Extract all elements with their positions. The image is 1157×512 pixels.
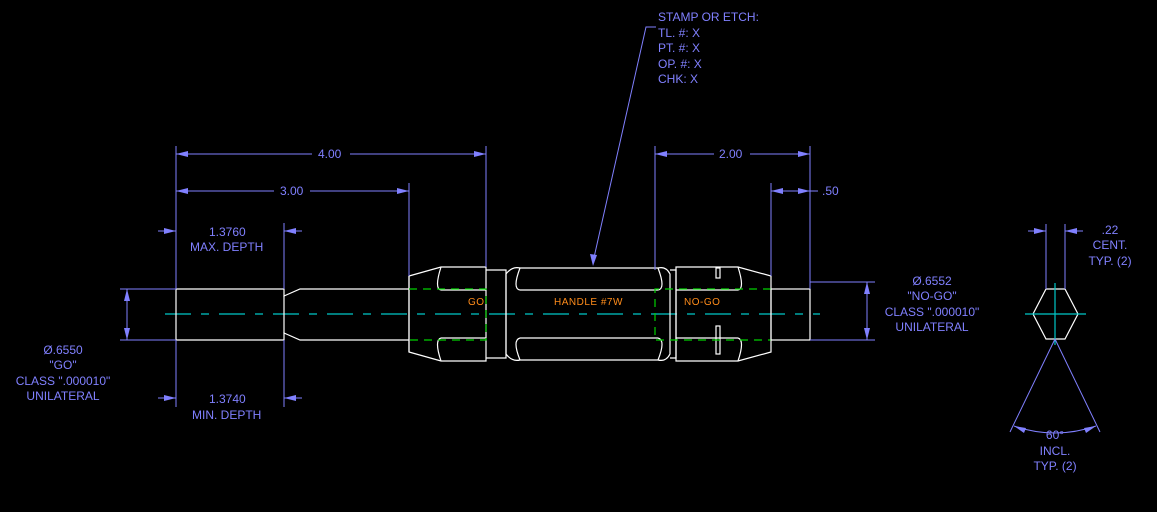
go-member: [175, 288, 409, 341]
dim-nogo-diameter-text: UNILATERAL: [895, 320, 968, 334]
dim-nogo-tip-value: .50: [822, 184, 839, 198]
go-hex-chamfer: [436, 266, 442, 362]
dim-arrow: [124, 289, 130, 301]
nogo-hidden-bore: [654, 288, 771, 341]
nogo-hex-chamfer: [737, 266, 743, 362]
angle-extension-line: [1009, 338, 1056, 433]
dim-nogo-diameter-text: CLASS ".000010": [885, 305, 980, 319]
stamp-note-line: TL. #: X: [658, 26, 700, 40]
dim-max-depth-value: 1.3760: [209, 225, 246, 239]
dim-arrow: [164, 395, 176, 401]
dim-arrow: [124, 328, 130, 340]
dim-go-diameter: Ø.6550 "GO" CLASS ".000010" UNILATERAL: [16, 289, 130, 403]
stamp-leader-line: [592, 26, 656, 263]
dim-overall-length-value: 4.00: [318, 147, 342, 161]
handle-chamfer-left: [515, 267, 521, 361]
dim-nogo-diameter: Ø.6552 "NO-GO" CLASS ".000010" UNILATERA…: [864, 274, 979, 340]
extension-lines: [120, 146, 875, 407]
dim-arrow: [771, 188, 783, 194]
dim-nogo-length: 2.00: [655, 147, 810, 161]
dim-arrow: [397, 188, 409, 194]
dim-go-diameter-text: UNILATERAL: [26, 389, 99, 403]
dim-flat-text: CENT.: [1093, 238, 1128, 252]
dim-nogo-tip: .50: [771, 184, 839, 198]
dim-arrow: [1034, 228, 1046, 234]
dim-max-depth-label: MAX. DEPTH: [190, 240, 263, 254]
end-view: .22 CENT. TYP. (2) 60° INCL. TYP. (2): [1009, 223, 1132, 473]
dim-overall-length: 4.00: [176, 147, 486, 161]
stamp-note-title: STAMP OR ETCH:: [658, 10, 759, 24]
dim-go-diameter-text: Ø.6550: [43, 343, 83, 357]
dim-go-diameter-text: CLASS ".000010": [16, 374, 111, 388]
dim-arrow: [1065, 228, 1077, 234]
nogo-member: [770, 288, 811, 341]
go-member-outline: [175, 288, 409, 341]
stamp-note-line: PT. #: X: [658, 41, 700, 55]
dim-arrow: [1084, 426, 1096, 433]
handle-label: HANDLE #7W: [554, 297, 623, 308]
dim-arrow: [1014, 426, 1026, 433]
dim-arrow: [864, 328, 870, 340]
stamp-leader-arrow: [590, 254, 597, 266]
dim-angle-text: INCL.: [1040, 444, 1071, 458]
dim-nogo-length-value: 2.00: [719, 147, 743, 161]
dim-min-depth-value: 1.3740: [209, 392, 246, 406]
dim-flat-text: TYP. (2): [1088, 254, 1131, 268]
dim-arrow: [655, 151, 667, 157]
dim-go-diameter-text: "GO": [49, 358, 76, 372]
stamp-note-line: CHK: X: [658, 72, 698, 86]
dim-angle-text: TYP. (2): [1033, 459, 1076, 473]
dim-arrow: [798, 151, 810, 157]
handle: HANDLE #7W: [486, 267, 671, 361]
dim-arrow: [284, 228, 296, 234]
go-hex-end: GO: [408, 266, 487, 362]
dim-min-depth: 1.3740 MIN. DEPTH: [158, 392, 302, 422]
nogo-label: NO-GO: [684, 297, 720, 308]
dim-angle-text: 60°: [1046, 428, 1064, 442]
dim-arrow: [176, 188, 188, 194]
handle-chamfer-right: [657, 267, 663, 361]
go-hidden-bore: [409, 288, 487, 341]
nogo-hex-end: NO-GO: [654, 266, 772, 362]
dim-go-length-value: 3.00: [280, 184, 304, 198]
dim-arrow: [798, 188, 810, 194]
dim-arrow: [864, 282, 870, 294]
angle-extension-line: [1054, 338, 1101, 433]
handle-body: [505, 267, 671, 361]
nogo-groove-top: [715, 267, 721, 279]
go-label: GO: [468, 297, 485, 308]
dim-go-length: 3.00: [176, 184, 409, 198]
stamp-note-line: OP. #: X: [658, 57, 702, 71]
dim-max-depth: 1.3760 MAX. DEPTH: [158, 225, 302, 254]
dim-arrow: [176, 151, 188, 157]
dim-arrow: [474, 151, 486, 157]
dim-arrow: [284, 395, 296, 401]
dim-arrow: [164, 228, 176, 234]
dim-nogo-diameter-text: Ø.6552: [912, 274, 952, 288]
dim-nogo-diameter-text: "NO-GO": [907, 289, 956, 303]
dim-min-depth-label: MIN. DEPTH: [192, 408, 261, 422]
dim-flat-text: .22: [1102, 223, 1119, 237]
stamp-note: STAMP OR ETCH: TL. #: X PT. #: X OP. #: …: [590, 10, 759, 266]
